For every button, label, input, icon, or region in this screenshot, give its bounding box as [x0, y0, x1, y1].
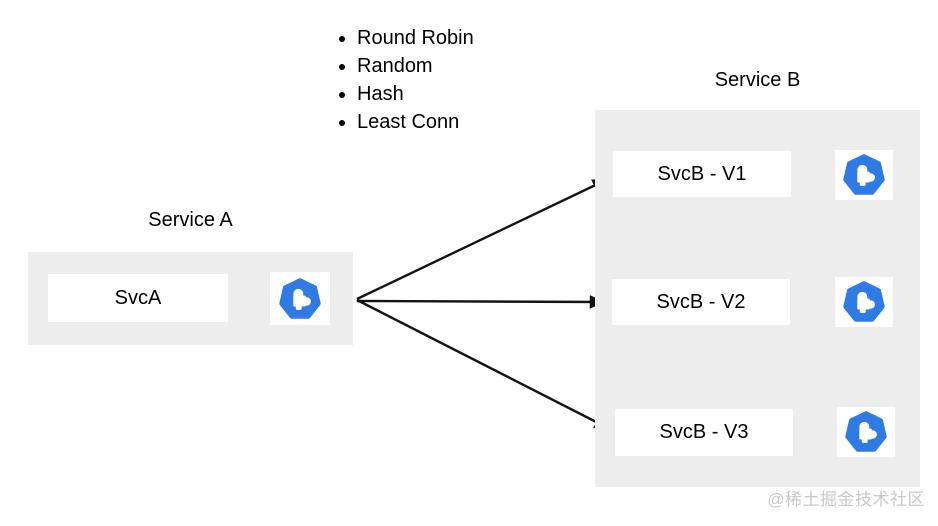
service-b-node-v1: SvcB - V1 [613, 151, 791, 197]
service-b-node-v3: SvcB - V3 [615, 409, 793, 456]
arrow-svca-to-svcb-v3 [356, 298, 611, 430]
lb-algorithm-item: Hash [357, 80, 474, 108]
arrow-svca-to-svcb-v1 [356, 178, 609, 301]
lb-algorithm-item: Least Conn [357, 108, 474, 136]
lb-algorithms-list: Round Robin Random Hash Least Conn [330, 24, 474, 136]
watermark: @稀土掘金技术社区 [767, 490, 925, 509]
service-a-title: Service A [148, 209, 233, 231]
lb-algorithm-item: Random [357, 52, 474, 80]
lb-algorithm-item: Round Robin [357, 24, 474, 52]
heptagon-puzzle-icon [843, 281, 885, 322]
heptagon-puzzle-icon [843, 154, 885, 195]
service-a-node: SvcA [48, 274, 228, 322]
service-b-v2-icon-box [835, 277, 893, 327]
heptagon-puzzle-icon [279, 277, 321, 319]
service-b-v3-icon-box [837, 407, 895, 457]
heptagon-puzzle-icon [845, 411, 887, 452]
service-b-v1-icon-box [835, 150, 893, 200]
service-b-node-v2: SvcB - V2 [612, 279, 790, 325]
arrow-svca-to-svcb-v2 [356, 295, 606, 309]
service-b-title: Service B [714, 69, 801, 91]
service-a-icon-box [270, 272, 330, 325]
